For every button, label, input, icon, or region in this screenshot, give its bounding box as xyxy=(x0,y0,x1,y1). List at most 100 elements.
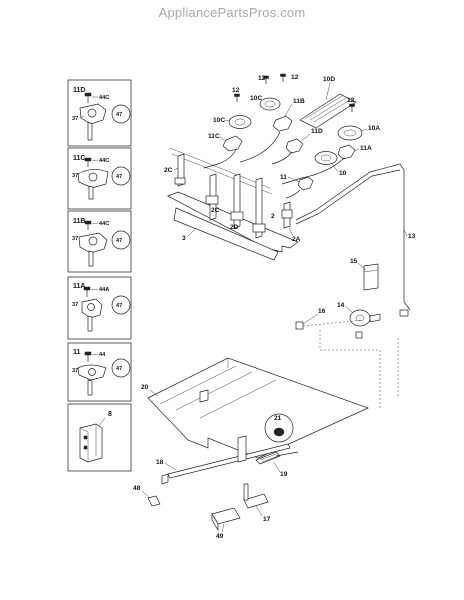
inset-box xyxy=(67,210,132,273)
callout-49: 49 xyxy=(216,533,224,540)
callout-11b: 11B xyxy=(293,98,305,105)
inset-box xyxy=(67,147,132,210)
burner-10d-part[interactable] xyxy=(299,93,357,129)
callout-11a: 11A xyxy=(360,145,372,152)
inset-screw-label: 44C xyxy=(99,95,109,101)
callout-10c: 10C xyxy=(250,95,262,102)
watermark: AppliancePartsPros.com xyxy=(158,5,306,20)
inset-title: 8 xyxy=(108,411,112,418)
callout-14: 14 xyxy=(337,302,345,309)
inset-title: 11D xyxy=(73,87,85,94)
callout-16: 16 xyxy=(318,308,326,315)
inset-burner-11c[interactable]: 11C 44C 37 47 xyxy=(67,147,132,210)
bracket-15-part[interactable] xyxy=(363,263,379,291)
orifice-part xyxy=(111,358,131,378)
inset-title: 11B xyxy=(73,218,85,225)
burner-head-11a-part[interactable] xyxy=(337,144,356,160)
valve-2d-part[interactable] xyxy=(205,173,219,221)
callout-2c: 2C xyxy=(164,167,173,174)
orifice-part xyxy=(111,166,131,186)
callout-17: 17 xyxy=(263,516,271,523)
callout-11: 11 xyxy=(280,174,287,181)
inset-right-label: 47 xyxy=(116,112,122,118)
inset-box xyxy=(67,79,132,147)
callout-10: 10 xyxy=(339,170,347,177)
gas-line-13-part[interactable] xyxy=(295,163,411,311)
inset-burner-11d[interactable]: 11D 44C 37 47 xyxy=(67,79,132,147)
valve-2c-part[interactable] xyxy=(174,153,186,187)
inset-box xyxy=(67,403,132,472)
inset-left-label: 37 xyxy=(72,302,78,308)
callout-12: 12 xyxy=(258,75,266,82)
callout-2c: 2C xyxy=(211,207,220,214)
inset-right-label: 47 xyxy=(116,174,122,180)
callout-10d: 10D xyxy=(323,76,335,83)
bracket-18-part[interactable] xyxy=(161,435,291,485)
inset-title: 11 xyxy=(73,349,81,356)
callout-12: 12 xyxy=(291,74,299,81)
callout-20: 20 xyxy=(141,384,149,391)
callout-13: 13 xyxy=(408,233,416,240)
callout-10a: 10A xyxy=(368,125,380,132)
manifold-part[interactable] xyxy=(167,147,299,261)
igniter-19-part[interactable] xyxy=(255,451,299,465)
callout-11c: 11C xyxy=(208,133,220,140)
callout-12: 12 xyxy=(232,87,240,94)
orifice-part xyxy=(111,104,131,124)
inset-title: 11C xyxy=(73,155,85,162)
burner-tray-20-part[interactable] xyxy=(147,357,369,459)
callout-48: 48 xyxy=(133,485,141,492)
inset-title: 11A xyxy=(73,283,85,290)
valve-2-part[interactable] xyxy=(252,177,266,239)
inset-box xyxy=(67,342,132,402)
burner-top-assembly xyxy=(167,73,411,410)
inset-right-label: 47 xyxy=(116,238,122,244)
inset-left-label: 37 xyxy=(72,173,78,179)
callout-15: 15 xyxy=(350,258,358,265)
callout-2: 2 xyxy=(271,213,275,220)
burner-10-part[interactable] xyxy=(314,151,338,165)
inset-box xyxy=(67,276,132,340)
inset-burner-11b[interactable]: 11B 44C 37 47 xyxy=(67,210,132,273)
callout-10c: 10C xyxy=(213,117,225,124)
inset-screw-label: 44C xyxy=(99,221,109,227)
callout-12: 12 xyxy=(347,97,355,104)
callout-2a: 2A xyxy=(292,236,301,243)
burner-10a-part[interactable] xyxy=(337,125,363,141)
valve-2b-part[interactable] xyxy=(230,173,244,229)
callout-21: 21 xyxy=(274,415,282,422)
burner-head-11d-part[interactable] xyxy=(285,138,304,154)
part-21-detail[interactable] xyxy=(264,413,294,443)
callout-19: 19 xyxy=(280,471,288,478)
orifice-part xyxy=(111,295,131,315)
inset-part-8[interactable]: 8 xyxy=(67,403,132,472)
callout-3: 3 xyxy=(182,235,186,242)
inset-screw-label: 44A xyxy=(99,287,109,293)
inset-right-label: 47 xyxy=(116,366,122,372)
inset-screw-label: 44C xyxy=(99,158,109,164)
regulator-14-part[interactable] xyxy=(349,309,381,339)
inset-left-label: 37 xyxy=(72,368,78,374)
fitting-16-part[interactable] xyxy=(295,321,304,330)
burner-head-11b-part[interactable] xyxy=(272,115,293,132)
orifice-part xyxy=(111,230,131,250)
callout-11d: 11D xyxy=(311,128,323,135)
electrode-17-part[interactable] xyxy=(243,483,269,509)
inset-burner-11[interactable]: 11 44 37 47 xyxy=(67,342,132,402)
part-48[interactable] xyxy=(147,495,161,507)
inset-screw-label: 44 xyxy=(99,352,106,358)
burner-head-11-part[interactable] xyxy=(297,176,314,191)
burner-10c-part[interactable] xyxy=(228,115,252,129)
callout-18: 18 xyxy=(156,459,164,466)
module-49-part[interactable] xyxy=(211,507,241,532)
callout-labels: 12 12 12 12 10D 10C 11B 10C 11C 11D 10A … xyxy=(133,74,416,540)
inset-right-label: 47 xyxy=(116,303,122,309)
inset-burner-11a[interactable]: 11A 44A 37 47 xyxy=(67,276,132,340)
burner-10c-top-part[interactable] xyxy=(259,97,281,111)
inset-left-label: 37 xyxy=(72,236,78,242)
inset-left-label: 37 xyxy=(72,116,78,122)
valve-2a-part[interactable] xyxy=(281,201,293,229)
burner-head-11c-part[interactable] xyxy=(222,135,243,152)
callout-2d: 2D xyxy=(230,224,239,231)
